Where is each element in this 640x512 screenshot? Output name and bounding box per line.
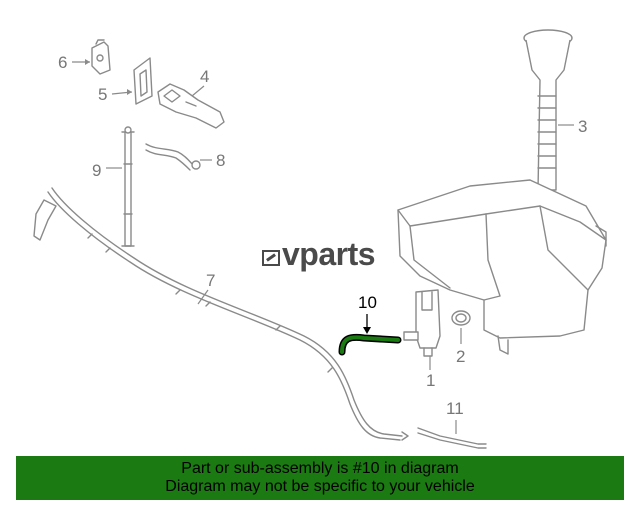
part-1-pump [403, 289, 441, 357]
part-2-grommet [451, 310, 471, 326]
part-9-rod [121, 126, 135, 247]
leader-7 [197, 289, 209, 305]
callout-10: 10 [358, 293, 377, 312]
arrow-10 [363, 327, 371, 334]
part-8-hose [145, 143, 201, 171]
part-7-long-hose [33, 187, 409, 441]
callout-5: 5 [98, 85, 107, 104]
part-6-bracket [91, 39, 111, 75]
vparts-logo: vparts [262, 236, 376, 272]
callout-11: 11 [446, 399, 464, 418]
part-4-nozzle [157, 83, 225, 129]
part-5-cover [133, 57, 153, 105]
callout-8: 8 [216, 151, 225, 170]
callout-3: 3 [578, 117, 587, 136]
arrow-5 [127, 89, 132, 95]
leader-4 [191, 85, 205, 97]
callout-9: 9 [92, 161, 101, 180]
arrow-6 [85, 59, 90, 65]
callout-7: 7 [206, 271, 215, 290]
logo-mark-icon [262, 250, 280, 266]
callout-6: 6 [58, 53, 67, 72]
callout-2: 2 [456, 347, 465, 366]
part-11-short-hose [417, 427, 487, 449]
parts-diagram: 6 5 4 9 8 7 3 [33, 29, 607, 449]
part-10-hose-highlighted [338, 333, 402, 356]
callout-1: 1 [426, 371, 435, 390]
info-banner: Part or sub-assembly is #10 in diagram D… [16, 456, 624, 500]
reservoir-tank [397, 179, 607, 355]
banner-line-2: Diagram may not be specific to your vehi… [165, 478, 475, 495]
part-3-filler-neck [523, 29, 573, 191]
banner-line-1: Part or sub-assembly is #10 in diagram [181, 460, 459, 477]
logo-text: vparts [282, 236, 376, 272]
callout-4: 4 [200, 67, 209, 86]
